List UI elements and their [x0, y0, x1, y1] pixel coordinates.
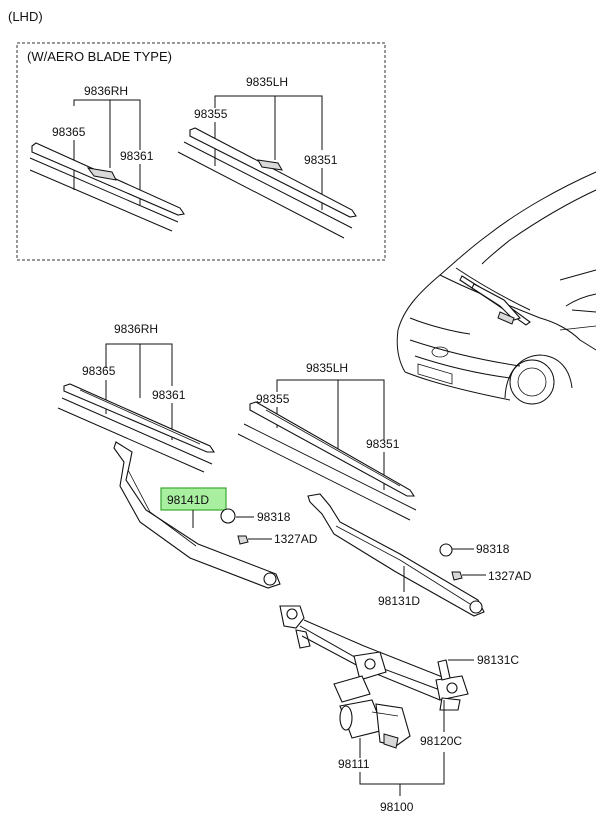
main-rh-blade: 9836RH 98365 98361	[57, 322, 216, 473]
inset-lh-blade-label: 9835LH	[246, 75, 288, 89]
lh-wiper-arm: 98131D 98318 1327AD	[307, 493, 532, 617]
lh-right-label: 98351	[366, 437, 400, 451]
arm-lh-label: 98131D	[378, 594, 420, 608]
rh-right-label: 98361	[152, 388, 186, 402]
cap-lh-icon	[439, 543, 453, 557]
nut-rh-label: 1327AD	[274, 532, 318, 546]
variant-label: (LHD)	[8, 9, 43, 24]
inset-lh-left-label: 98355	[194, 107, 228, 121]
rh-wiper-arm: 98141D 98318 1327AD	[113, 441, 318, 589]
rh-left-label: 98365	[82, 364, 116, 378]
bolt-label: 98131C	[477, 653, 519, 667]
main-lh-blade: 9835LH 98355 98351	[237, 361, 417, 521]
motor-label: 98111	[338, 757, 370, 771]
cap-rh-icon	[220, 508, 236, 524]
inset-rh-blade: 9836RH 98365 98361	[29, 84, 185, 232]
arm-rh-label[interactable]: 98141D	[167, 493, 209, 507]
nut-lh-icon	[451, 571, 463, 581]
inset-title: (W/AERO BLADE TYPE)	[27, 49, 172, 64]
assembly-label: 98100	[380, 800, 414, 814]
inset-lh-right-label: 98351	[304, 153, 338, 167]
nut-rh-icon	[237, 535, 249, 545]
lh-left-label: 98355	[256, 392, 290, 406]
aero-blade-inset: (W/AERO BLADE TYPE) 9836RH 98365 98361 9…	[16, 42, 386, 261]
nut-lh-label: 1327AD	[488, 569, 532, 583]
cap-rh-label: 98318	[257, 510, 291, 524]
assembly-bracket: 98100	[359, 752, 445, 814]
inset-rh-right-label: 98361	[120, 149, 154, 163]
linkage-assembly: 98131C 98120C	[279, 605, 519, 748]
wiper-motor: 98111	[338, 699, 411, 771]
inset-rh-blade-label: 9836RH	[84, 84, 128, 98]
inset-rh-left-label: 98365	[52, 125, 86, 139]
inset-lh-blade: 9835LH 98355 98351	[177, 75, 357, 239]
rh-blade-label: 9836RH	[114, 322, 158, 336]
lh-blade-label: 9835LH	[306, 361, 348, 375]
cap-lh-label: 98318	[476, 542, 510, 556]
linkage-label: 98120C	[420, 734, 462, 748]
car-illustration	[396, 171, 597, 405]
